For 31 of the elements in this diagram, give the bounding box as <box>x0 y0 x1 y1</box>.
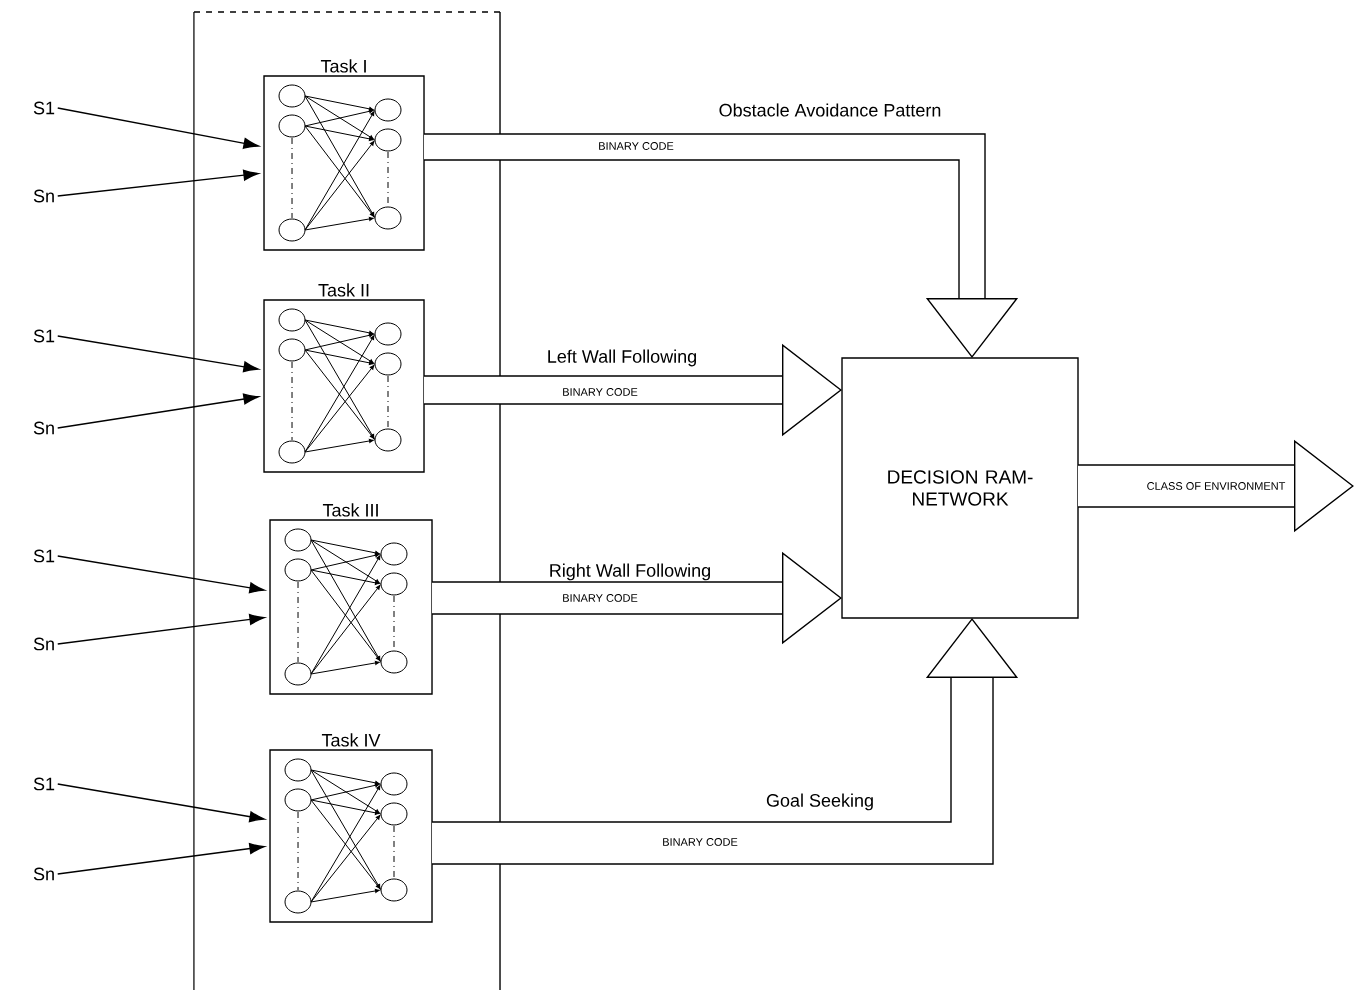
signal-label: Sn <box>33 867 54 881</box>
signal-label: S1 <box>33 329 55 343</box>
arrow <box>57 335 259 373</box>
edge-label: Goal Seeking <box>766 793 873 811</box>
node-label: Task III <box>322 503 378 517</box>
arrow <box>57 783 265 823</box>
arrow <box>57 107 259 149</box>
arrow <box>57 555 265 594</box>
signal-label: Sn <box>33 421 54 435</box>
arrow <box>57 843 265 875</box>
edge-label: Right Wall Following <box>550 563 710 581</box>
block-arrow <box>424 133 1019 358</box>
signal-label: S1 <box>33 549 55 563</box>
arrow <box>57 613 265 645</box>
task-box: Task III <box>269 503 433 695</box>
task-box: Task IV <box>269 733 433 923</box>
signal-label: S1 <box>33 777 55 791</box>
arrow <box>57 169 259 197</box>
edge-label: Left Wall Following <box>548 349 696 367</box>
task-box: Task I <box>263 59 425 251</box>
edge-label: Obstacle Avoidance Pattern <box>719 103 941 117</box>
node-label: Task I <box>320 59 366 73</box>
dashed-container <box>193 11 501 990</box>
signal-label: S1 <box>33 101 55 115</box>
arrow <box>57 393 259 429</box>
signal-label: Sn <box>33 637 54 651</box>
task-box: Task II <box>263 283 425 473</box>
node-label: Task II <box>318 283 369 297</box>
signal-label: Sn <box>33 189 54 203</box>
decision-box: DECISION RAM-NETWORK <box>841 357 1079 619</box>
node-label: Task IV <box>321 733 381 747</box>
